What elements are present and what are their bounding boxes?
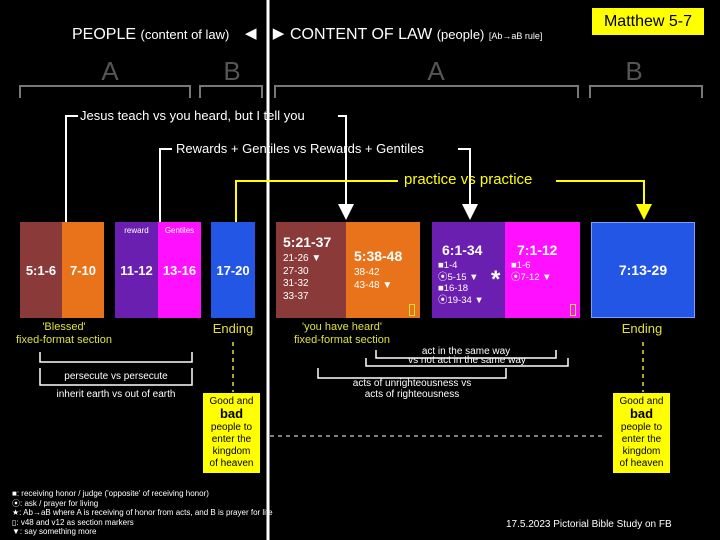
ending-right: Ending xyxy=(621,321,663,336)
gb-line: Good and xyxy=(209,396,254,407)
verse-line: ■16-18 xyxy=(438,283,469,294)
legend-item: ▯: v48 and v12 as section markers xyxy=(12,517,134,527)
good-bad-left: Good and bad people to enter the kingdom… xyxy=(203,393,260,473)
title-content: CONTENT OF LAW (people) [Ab→aB rule] xyxy=(290,26,542,44)
section-marker-icon xyxy=(570,304,576,316)
blessed-line-2: fixed-format section xyxy=(16,334,112,346)
block-7-13-29: 7:13-29 xyxy=(591,222,695,318)
acts-line-2: acts of righteousness xyxy=(364,389,460,400)
matthew-badge: Matthew 5-7 xyxy=(592,8,704,35)
block-5-38-48-lines: 38-42 43-48 ▼ xyxy=(346,264,420,292)
not-same-way-label: vs not act in the same way xyxy=(408,355,526,366)
ending-left: Ending xyxy=(212,321,254,336)
verse-line: 27-30 xyxy=(283,265,309,277)
gb-line: kingdom xyxy=(622,446,661,457)
gb-line: Good and xyxy=(619,396,664,407)
verse-line: ⦿7-12 ▼ xyxy=(511,271,552,283)
block-17-20: 17-20 xyxy=(211,222,255,318)
gb-line: people to xyxy=(210,422,253,433)
verse-line: ⦿5-15 ▼ xyxy=(438,271,479,283)
title-people: PEOPLE (content of law) xyxy=(72,26,229,44)
acts-line-1: acts of unrighteousness vs xyxy=(352,378,472,389)
blessed-caption: 'Blessed' fixed-format section xyxy=(0,321,128,347)
section-b-right: B xyxy=(625,56,643,86)
blessed-line-1: 'Blessed' xyxy=(42,321,86,333)
acts-label: acts of unrighteousness vs acts of right… xyxy=(318,378,506,400)
block-6-1-34-head: 6:1-34 xyxy=(442,242,483,258)
block-5-38-48: 5:38-48 38-42 43-48 ▼ xyxy=(346,222,420,318)
legend-item: ▼: say something more xyxy=(12,527,97,536)
heard-caption: 'you have heard' fixed-format section xyxy=(280,321,404,347)
section-b-left: B xyxy=(223,56,241,86)
title-content-text: CONTENT OF LAW xyxy=(290,26,433,43)
band-teach: Jesus teach vs you heard, but I tell you xyxy=(80,108,305,123)
footer: 17.5.2023 Pictorial Bible Study on FB xyxy=(506,519,672,530)
block-5-21-37: 5:21-37 21-26 ▼ 27-30 31-32 33-37 xyxy=(276,222,346,318)
legend-item: ★: Ab→aB where A is receiving of honor f… xyxy=(12,508,273,517)
block-6-1-34-lines: ■1-4 ⦿5-15 ▼ ■16-18 ⦿19-34 ▼ xyxy=(432,258,505,306)
verse-line: ■1-6 xyxy=(511,260,531,271)
verse-line: 43-48 ▼ xyxy=(354,279,393,291)
block-5-1-6: 5:1-6 xyxy=(20,222,62,318)
star-icon: * xyxy=(491,266,501,293)
block-11-12: 11-12 xyxy=(115,222,158,318)
verse-line: ⦿19-34 ▼ xyxy=(438,294,484,306)
inherit-label: inherit earth vs out of earth xyxy=(56,389,176,400)
legend-item: ⦿: ask / prayer for living xyxy=(12,498,99,508)
block-6-1-34: 6:1-34 ■1-4 ⦿5-15 ▼ ■16-18 ⦿19-34 ▼ xyxy=(432,222,505,318)
block-5-21-37-lines: 21-26 ▼ 27-30 31-32 33-37 xyxy=(276,250,346,303)
verse-line: 21-26 ▼ xyxy=(283,253,322,264)
gb-line: enter the xyxy=(621,434,662,445)
gb-line: of heaven xyxy=(209,458,254,469)
gb-line: enter the xyxy=(211,434,252,445)
section-a-right: A xyxy=(427,56,445,86)
gb-bad: bad xyxy=(629,406,654,421)
good-bad-right: Good and bad people to enter the kingdom… xyxy=(613,393,670,473)
section-marker-icon xyxy=(409,304,415,316)
verse-line: 38-42 xyxy=(354,267,380,278)
verse-line: 33-37 xyxy=(283,290,309,302)
legend-item: ■: receiving honor / judge ('opposite' o… xyxy=(12,489,209,498)
title-rule: [Ab→aB rule] xyxy=(488,31,543,41)
gentiles-label: Gentiles xyxy=(164,226,195,235)
verse-line: ■1-4 xyxy=(438,260,458,271)
block-7-1-12-head: 7:1-12 xyxy=(517,242,558,258)
block-7-10: 7-10 xyxy=(62,222,104,318)
block-5-38-48-head: 5:38-48 xyxy=(354,248,403,264)
gb-line: of heaven xyxy=(619,458,664,469)
block-5-21-37-head: 5:21-37 xyxy=(283,234,332,250)
block-7-1-12-lines: ■1-6 ⦿7-12 ▼ xyxy=(505,258,580,283)
block-13-16-label: 13-16 xyxy=(162,262,197,278)
reward-label: reward xyxy=(124,226,149,235)
title-people-paren: (content of law) xyxy=(140,27,230,42)
block-7-1-12: 7:1-12 ■1-6 ⦿7-12 ▼ xyxy=(505,222,580,318)
block-13-16: 13-16 xyxy=(158,222,201,318)
band-rewards: Rewards + Gentiles vs Rewards + Gentiles xyxy=(176,141,424,156)
block-11-12-label: 11-12 xyxy=(120,262,153,278)
heard-line-2: fixed-format section xyxy=(294,334,390,346)
title-arrows: ◀ ▶ xyxy=(245,25,291,42)
gb-line: people to xyxy=(620,422,663,433)
verse-line: 31-32 xyxy=(283,278,309,289)
heard-line-1: 'you have heard' xyxy=(301,321,383,333)
persecute-label: persecute vs persecute xyxy=(64,371,168,382)
legend: ■: receiving honor / judge ('opposite' o… xyxy=(12,489,273,537)
gb-bad: bad xyxy=(219,406,244,421)
section-a-left: A xyxy=(101,56,119,86)
title-people-text: PEOPLE xyxy=(72,26,137,43)
gb-line: kingdom xyxy=(212,446,251,457)
band-practice: practice vs practice xyxy=(404,171,533,188)
same-way-label: act in the same way xyxy=(421,346,511,357)
title-content-paren: (people) xyxy=(436,27,485,42)
